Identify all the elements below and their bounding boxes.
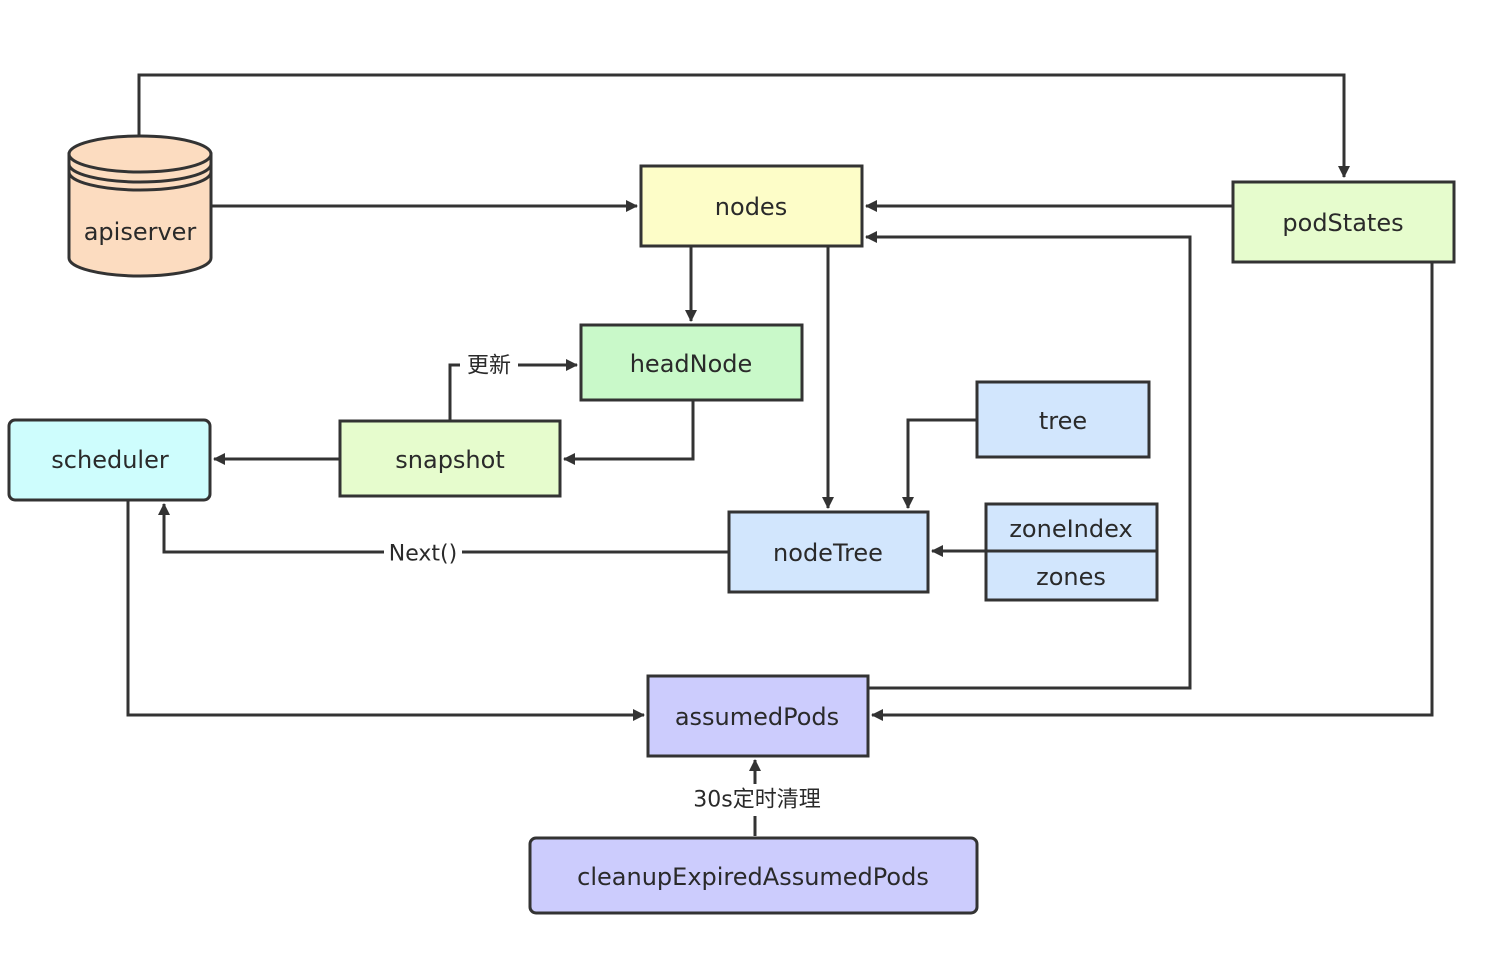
nodes-box — [639, 164, 864, 248]
edge-labels: 更新 Next() 30s定时清理 — [384, 349, 834, 816]
apiserver-node: apiserver — [67, 134, 213, 278]
edge-podstates-assumedpods — [871, 262, 1434, 721]
zones-label: zones — [1036, 563, 1106, 591]
apiserver-label: apiserver — [84, 218, 197, 246]
cleanup-label: cleanupExpiredAssumedPods — [577, 863, 929, 891]
next-label-bg — [384, 538, 462, 568]
zoneindex-node: zoneIndex — [984, 502, 1159, 553]
cleanup-node: cleanupExpiredAssumedPods — [528, 836, 979, 915]
podstates-node: podStates — [1231, 180, 1456, 264]
apiserver-cylinder-top — [67, 134, 213, 174]
tree-label: tree — [1039, 407, 1087, 435]
edge-scheduler-assumedpods — [126, 500, 645, 721]
snapshot-node: snapshot — [338, 419, 562, 498]
snapshot-box — [338, 419, 562, 498]
nodes-node: nodes — [639, 164, 864, 248]
podstates-label: podStates — [1282, 209, 1403, 237]
assumedpods-label: assumedPods — [675, 703, 839, 731]
edges — [126, 73, 1434, 836]
nodetree-label: nodeTree — [773, 539, 883, 567]
nodes-label: nodes — [715, 193, 787, 221]
update-label-bg — [460, 349, 518, 381]
nodetree-box — [727, 510, 930, 594]
cleanup-interval-label: 30s定时清理 — [693, 788, 820, 813]
tree-box — [975, 380, 1151, 459]
assumedpods-box — [646, 674, 870, 758]
edge-headnode-snapshot — [563, 400, 695, 465]
headnode-node: headNode — [579, 323, 804, 402]
zones-box — [984, 549, 1159, 602]
podstates-box — [1231, 180, 1456, 264]
edge-tree-nodetree — [902, 418, 977, 509]
zones-node: zones — [984, 549, 1159, 602]
scheduler-label: scheduler — [51, 446, 169, 474]
zoneindex-label: zoneIndex — [1009, 515, 1132, 543]
apiserver-cylinder-ring2 — [67, 171, 213, 192]
next-label: Next() — [389, 542, 457, 567]
update-label: 更新 — [467, 354, 511, 379]
scheduler-node: scheduler — [7, 418, 212, 502]
tree-node: tree — [975, 380, 1151, 459]
headnode-label: headNode — [630, 350, 753, 378]
apiserver-cylinder-body — [67, 152, 213, 278]
scheduler-box — [7, 418, 212, 502]
nodetree-node: nodeTree — [727, 510, 930, 594]
edge-nodetree-scheduler — [158, 503, 729, 554]
edge-apiserver-podstates — [137, 73, 1350, 178]
apiserver-cylinder-ring — [67, 163, 213, 184]
headnode-box — [579, 323, 804, 402]
cleanup-interval-label-bg — [680, 784, 834, 816]
edge-snapshot-headnode — [448, 359, 578, 421]
assumedpods-node: assumedPods — [646, 674, 870, 758]
nodes-layer: apiserver nodes podStates headNode snaps… — [7, 134, 1456, 915]
cleanup-box — [528, 836, 979, 915]
snapshot-label: snapshot — [395, 446, 504, 474]
edge-assumedpods-nodes — [865, 231, 1192, 690]
